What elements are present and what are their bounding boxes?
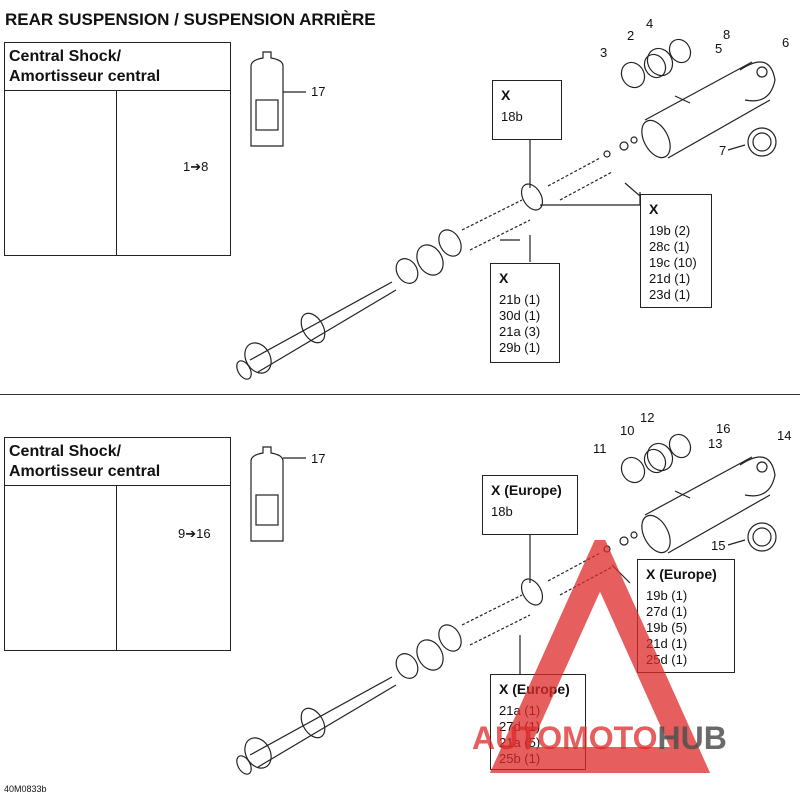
callout-head: X	[501, 87, 511, 103]
part-number-16: 16	[716, 421, 731, 436]
watermark-part1: AUTO	[472, 720, 563, 756]
watermark-part2: MOTO	[562, 720, 658, 756]
callout-line: 25d (1)	[646, 652, 688, 667]
inset-title-line2: Amortisseur central	[9, 68, 161, 85]
diagram-section-top: Central Shock/ Amortisseur central 1➔8 X…	[0, 0, 800, 392]
callout-line: 27d (1)	[646, 604, 688, 619]
callout-line: 19b (2)	[649, 223, 691, 238]
inset-separator	[5, 90, 230, 91]
inset-split	[116, 91, 117, 255]
section-divider	[0, 394, 800, 395]
callout-kit-18b: X 18b	[492, 80, 562, 140]
part-number-6: 6	[782, 35, 790, 50]
inset-title-line1: Central Shock/	[9, 443, 122, 460]
callout-line: 30d (1)	[499, 308, 541, 323]
callout-line: 19c (10)	[649, 255, 697, 270]
figure-code: 40M0833b	[4, 784, 47, 794]
part-number-8: 8	[723, 27, 731, 42]
inset-title: Central Shock/ Amortisseur central	[9, 47, 160, 87]
callout-line: 21d (1)	[649, 271, 691, 286]
callout-line: 28c (1)	[649, 239, 690, 254]
part-number-5: 5	[715, 41, 723, 56]
part-number-13: 13	[708, 436, 723, 451]
callout-line: 19b (1)	[646, 588, 688, 603]
callout-line: 23d (1)	[649, 287, 691, 302]
callout-line: 19b (5)	[646, 620, 688, 635]
callout-head: X	[499, 270, 509, 286]
callout-kit-spring: X (Europe) 19b (1) 27d (1) 19b (5) 21d (…	[637, 559, 735, 673]
callout-head: X (Europe)	[646, 566, 717, 582]
inset-title-line1: Central Shock/	[9, 48, 122, 65]
part-number-14: 14	[777, 428, 792, 443]
callout-line: 21d (1)	[646, 636, 688, 651]
watermark-text: AUTOMOTOHUB	[472, 720, 727, 757]
callout-head: X	[649, 201, 659, 217]
inset-central-shock: Central Shock/ Amortisseur central 1➔8	[4, 42, 231, 256]
part-number-3: 3	[600, 45, 608, 60]
part-number-10: 10	[620, 423, 635, 438]
callout-line: 29b (1)	[499, 340, 541, 355]
inset-central-shock: Central Shock/ Amortisseur central 9➔16	[4, 437, 231, 651]
inset-ref-label: 9➔16	[178, 526, 211, 541]
callout-line: 18b	[501, 109, 523, 124]
watermark-part3: HUB	[657, 720, 727, 756]
inset-ref-label: 1➔8	[183, 159, 209, 174]
part-number-4: 4	[646, 16, 654, 31]
page-title: REAR SUSPENSION / SUSPENSION ARRIÈRE	[5, 10, 376, 29]
callout-kit-spring: X 19b (2) 28c (1) 19c (10) 21d (1) 23d (…	[640, 194, 712, 308]
inset-separator	[5, 485, 230, 486]
part-number-17: 17	[311, 451, 326, 466]
part-number-2: 2	[627, 28, 635, 43]
part-number-12: 12	[640, 410, 655, 425]
inset-title-line2: Amortisseur central	[9, 463, 161, 480]
part-number-7: 7	[719, 143, 727, 158]
callout-line: 18b	[491, 504, 513, 519]
callout-line: 21b (1)	[499, 292, 541, 307]
inset-title: Central Shock/ Amortisseur central	[9, 442, 160, 482]
callout-head: X (Europe)	[499, 681, 570, 697]
part-number-17: 17	[311, 84, 326, 99]
callout-line: 21a (1)	[499, 703, 541, 718]
callout-kit-18b: X (Europe) 18b	[482, 475, 578, 535]
part-number-11: 11	[593, 441, 607, 456]
inset-split	[116, 486, 117, 650]
callout-line: 21a (3)	[499, 324, 541, 339]
callout-head: X (Europe)	[491, 482, 562, 498]
part-number-15: 15	[711, 538, 726, 553]
callout-kit-piston: X 21b (1) 30d (1) 21a (3) 29b (1)	[490, 263, 560, 363]
